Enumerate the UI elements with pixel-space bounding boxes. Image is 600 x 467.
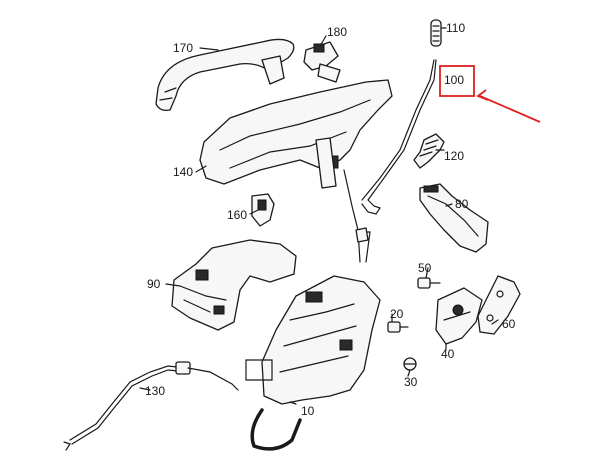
part-40-striker — [435, 287, 483, 345]
callout-30: 30 — [404, 375, 418, 389]
lock-linkage-rods — [343, 169, 371, 263]
part-130-cable — [63, 361, 239, 451]
callout-110: 110 — [446, 21, 466, 35]
part-20-screw — [387, 321, 409, 333]
highlight-arrowhead — [476, 89, 489, 101]
callout-60: 60 — [502, 317, 516, 331]
callout-130: 130 — [145, 384, 166, 398]
highlight-100 — [439, 65, 541, 123]
part-180-bracket — [303, 41, 341, 83]
highlight-box — [439, 65, 475, 97]
callout-100: 100 — [444, 73, 465, 87]
part-110-cylinder — [430, 19, 442, 47]
callout-140: 140 — [173, 165, 194, 179]
callout-50: 50 — [418, 261, 432, 275]
part-170-door-handle — [155, 38, 295, 112]
part-100-rod — [361, 59, 437, 215]
callout-80: 80 — [455, 197, 469, 211]
part-140-handle-carrier — [199, 79, 393, 189]
callout-160: 160 — [227, 208, 248, 222]
part-160-clip — [251, 193, 275, 227]
part-30-bolt — [403, 357, 417, 371]
highlight-arrow — [479, 95, 541, 123]
callout-120: 120 — [444, 149, 465, 163]
callout-20: 20 — [390, 307, 404, 321]
part-60-plate — [477, 275, 521, 335]
callout-90: 90 — [147, 277, 161, 291]
callout-170: 170 — [173, 41, 194, 55]
part-90-bracket — [171, 239, 297, 331]
leader-lines — [139, 27, 499, 405]
part-10-door-lock — [245, 275, 381, 451]
part-120-bellows — [413, 133, 445, 169]
callout-180: 180 — [327, 25, 348, 39]
part-50-screw — [417, 277, 441, 289]
callout-40: 40 — [441, 347, 455, 361]
callout-10: 10 — [301, 404, 315, 418]
part-80-cover — [419, 183, 489, 253]
